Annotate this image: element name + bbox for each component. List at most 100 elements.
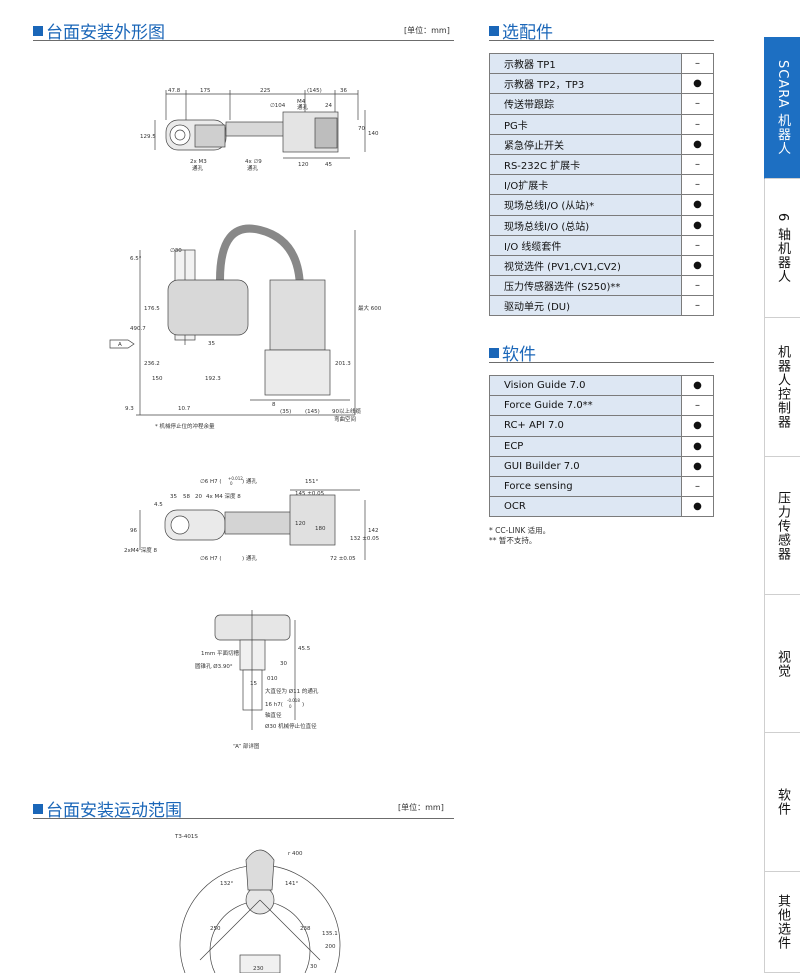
dim-490-7: 490.7 <box>130 326 146 332</box>
software-name: RC+ API 7.0 <box>489 415 682 437</box>
motion-ang1: 132° <box>220 881 233 887</box>
detail-shaft-tol2: 0 <box>289 704 292 709</box>
option-availability: – <box>681 275 714 297</box>
option-row: I/O扩展卡– <box>489 174 714 196</box>
motion-238: 238 <box>300 926 311 932</box>
dim-10-7: 10.7 <box>178 406 191 412</box>
tab-4[interactable]: 视觉 <box>764 595 800 733</box>
software-availability: ● <box>681 496 714 518</box>
dim-phi30: ∅30 <box>170 248 182 254</box>
option-name: 示教器 TP2，TP3 <box>489 73 682 95</box>
motion-range-drawing: T3-401S 132° 141° r 400 250 238 200 230 … <box>174 834 341 973</box>
option-row: 紧急停止开关● <box>489 133 714 155</box>
motion-unit: [单位：mm] <box>398 803 444 812</box>
dim-4-5: 4.5 <box>154 502 163 508</box>
detail-phi30-note: Ø30 机械停止位直径 <box>265 722 317 730</box>
software-availability: – <box>681 475 714 498</box>
dim-140: 140 <box>368 131 379 137</box>
dim-192-3: 192.3 <box>205 376 221 382</box>
title-bullet <box>489 25 499 36</box>
detail-big-hole: 大直径为 Ø11 的通孔 <box>265 687 319 695</box>
option-availability: – <box>681 295 714 317</box>
m4-sub: 通孔 <box>297 103 309 111</box>
dim-010: 010 <box>267 676 278 682</box>
tab-3[interactable]: 压力传感器 <box>764 457 800 595</box>
dim-phi104: ∅104 <box>270 103 286 109</box>
option-row: 传送带跟踪– <box>489 93 714 115</box>
mounting-unit: [单位：mm] <box>404 26 450 35</box>
dim-15: 15 <box>250 681 257 687</box>
detail-taper: 圆锥孔 Ø3.90° <box>195 662 233 670</box>
motion-title: 台面安装运动范围 <box>33 796 182 821</box>
option-row: 示教器 TP1– <box>489 52 714 75</box>
option-row: 示教器 TP2，TP3● <box>489 73 714 95</box>
option-name: 紧急停止开关 <box>489 133 682 155</box>
option-row: RS-232C 扩展卡– <box>489 153 714 176</box>
dim-175: 175 <box>200 88 211 94</box>
detail-a-view <box>214 610 296 730</box>
software-row: GUI Builder 7.0● <box>489 455 714 477</box>
option-name: I/O 线缆套件 <box>489 234 682 256</box>
software-row: Force Guide 7.0**– <box>489 395 714 417</box>
h7-tol2: 0 <box>230 481 233 486</box>
dim-145b: (145) <box>305 409 320 415</box>
option-name: 驱动单元 (DU) <box>489 295 682 317</box>
options-title: 选配件 <box>489 18 553 43</box>
h7-bot: ∅6 H7 ( <box>200 556 222 562</box>
tab-0[interactable]: SCARA 机器人 <box>764 37 800 179</box>
option-availability: – <box>681 153 714 176</box>
motion-230: 230 <box>253 966 264 972</box>
tab-5[interactable]: 软件 <box>764 733 800 872</box>
dim-47-8: 47.8 <box>168 88 181 94</box>
dim-120b: 120 <box>295 521 306 527</box>
tab-label: 其他选件 <box>775 894 790 950</box>
dim-225: 225 <box>260 88 271 94</box>
dim-70: 70 <box>358 126 365 132</box>
software-name: Force sensing <box>489 475 682 498</box>
tab-2[interactable]: 机器人控制器 <box>764 318 800 457</box>
tab-6[interactable]: 其他选件 <box>764 872 800 973</box>
view-a-label: A <box>118 342 122 348</box>
software-name: ECP <box>489 435 682 457</box>
detail-shaft-suffix: ) <box>302 702 304 708</box>
option-availability: – <box>681 174 714 196</box>
dim-36: 36 <box>340 88 347 94</box>
m4-depth-note: 2xM4 深度 8 <box>124 546 157 554</box>
title-bullet <box>33 25 43 36</box>
option-availability: – <box>681 93 714 115</box>
options-rule <box>489 40 714 41</box>
option-name: 视觉选件 (PV1,CV1,CV2) <box>489 254 682 277</box>
h7-top: ∅6 H7 ( <box>200 479 222 485</box>
dim-129-5: 129.5 <box>140 134 156 140</box>
dim-236-2: 236.2 <box>144 361 160 367</box>
dim-72: 72 ±0.05 <box>330 556 356 562</box>
option-availability: – <box>681 52 714 75</box>
dim-35b: (35) <box>280 409 291 415</box>
motion-rule <box>33 818 454 819</box>
option-availability: ● <box>681 133 714 155</box>
dim-24: 24 <box>325 103 332 109</box>
software-row: RC+ API 7.0● <box>489 415 714 437</box>
dim-45: 45 <box>325 162 332 168</box>
tab-1[interactable]: 6 轴机器人 <box>764 179 800 318</box>
option-availability: – <box>681 234 714 256</box>
option-name: RS-232C 扩展卡 <box>489 153 682 176</box>
dim-600: 最大 600 <box>358 304 382 312</box>
cable-note-2: 弯曲空间 <box>334 415 356 423</box>
mounting-title: 台面安装外形图 <box>33 18 165 43</box>
dim-45-5: 45.5 <box>298 646 311 652</box>
software-row: Force sensing– <box>489 475 714 498</box>
software-row: ECP● <box>489 435 714 457</box>
option-row: 压力传感器选件 (S250)**– <box>489 275 714 297</box>
h7-bot-suffix: ) 通孔 <box>242 554 257 562</box>
option-row: PG卡– <box>489 113 714 135</box>
footnote-1: * CC-LINK 适用。 <box>489 526 551 535</box>
cable-note: 90以上线缆 <box>332 407 361 415</box>
software-table: Vision Guide 7.0●Force Guide 7.0**–RC+ A… <box>489 374 714 518</box>
footnotes: * CC-LINK 适用。 ** 暂不支持。 <box>489 526 550 546</box>
tab-label: 视觉 <box>775 649 790 678</box>
mounting-rule <box>33 40 454 41</box>
dim-150: 150 <box>152 376 163 382</box>
option-availability: – <box>681 113 714 135</box>
m4-label: M4 <box>297 99 306 105</box>
